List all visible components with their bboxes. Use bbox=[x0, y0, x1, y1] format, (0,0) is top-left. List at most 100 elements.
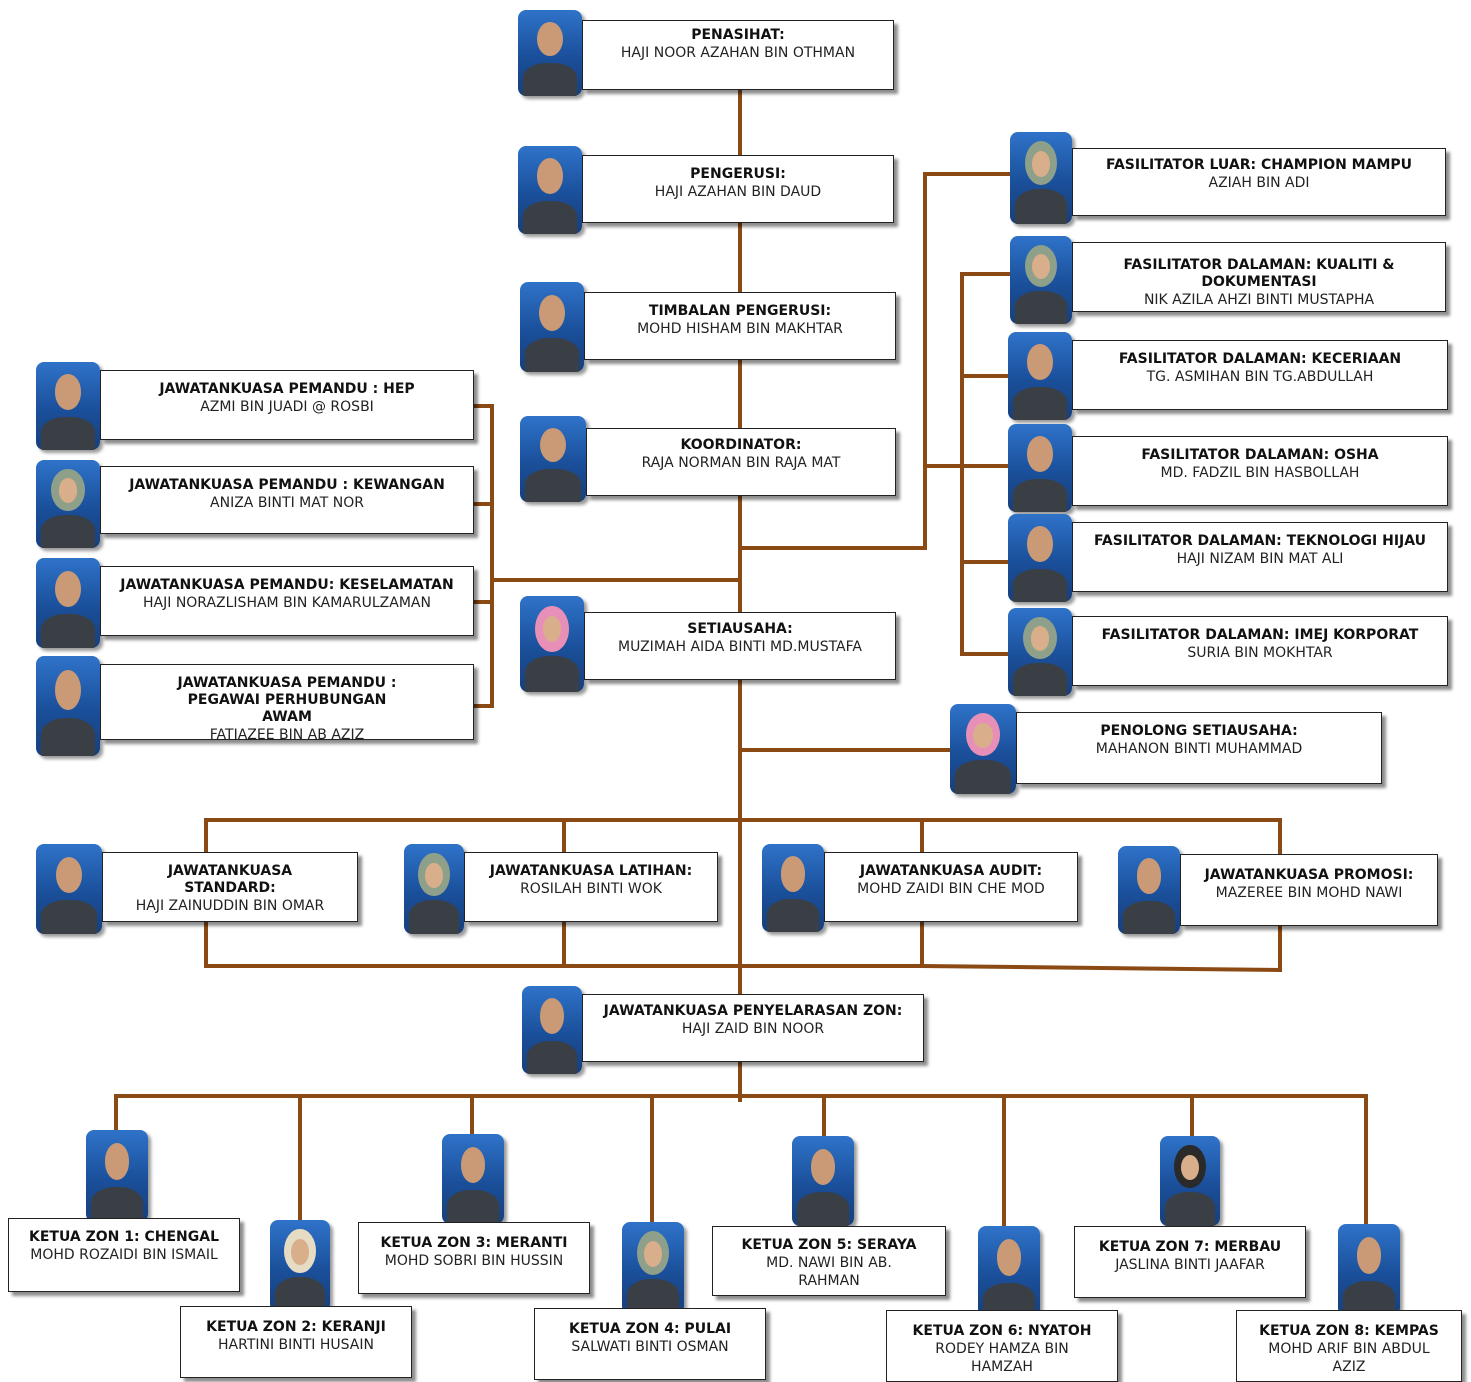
card-koordinator: KOORDINATOR: RAJA NORMAN BIN RAJA MAT bbox=[586, 428, 896, 496]
photo-latihan bbox=[404, 844, 464, 934]
fas-osha-name: MD. FADZIL BIN HASBOLLAH bbox=[1160, 465, 1360, 481]
koordinator-name: RAJA NORMAN BIN RAJA MAT bbox=[641, 455, 841, 471]
hep-title: JAWATANKUASA PEMANDU : HEP bbox=[159, 381, 415, 397]
photo-standard bbox=[36, 844, 102, 934]
z1-name: MOHD ROZAIDI BIN ISMAIL bbox=[30, 1247, 218, 1263]
penolong-title: PENOLONG SETIAUSAHA: bbox=[1100, 723, 1298, 739]
photo-z7 bbox=[1160, 1136, 1220, 1226]
promosi-title: JAWATANKUASA PROMOSI: bbox=[1204, 867, 1414, 883]
fas-luar-title: FASILITATOR LUAR: CHAMPION MAMPU bbox=[1105, 157, 1413, 173]
kewangan-name: ANIZA BINTI MAT NOR bbox=[210, 495, 364, 511]
photo-zon bbox=[522, 986, 582, 1074]
photo-fas-hijau bbox=[1008, 514, 1072, 602]
z3-title: KETUA ZON 3: MERANTI bbox=[380, 1235, 568, 1251]
zon-name: HAJI ZAID BIN NOOR bbox=[681, 1021, 825, 1037]
z2-name: HARTINI BINTI HUSAIN bbox=[218, 1337, 374, 1353]
fas-imej-name: SURIA BIN MOKHTAR bbox=[1187, 645, 1333, 661]
fas-kualiti-name: NIK AZILA AHZI BINTI MUSTAPHA bbox=[1143, 292, 1375, 308]
fas-keceriaan-name: TG. ASMIHAN BIN TG.ABDULLAH bbox=[1146, 369, 1374, 385]
photo-z1 bbox=[86, 1130, 148, 1222]
z6-name: RODEY HAMZA BIN HAMZAH bbox=[935, 1341, 1069, 1375]
fas-luar-name: AZIAH BIN ADI bbox=[1208, 175, 1310, 191]
audit-title: JAWATANKUASA AUDIT: bbox=[859, 863, 1043, 879]
photo-pengerusi bbox=[518, 146, 582, 234]
z7-name: JASLINA BINTI JAAFAR bbox=[1115, 1257, 1265, 1273]
setiausaha-name: MUZIMAH AIDA BINTI MD.MUSTAFA bbox=[618, 639, 862, 655]
photo-z5 bbox=[792, 1136, 854, 1226]
fas-osha-title: FASILITATOR DALAMAN: OSHA bbox=[1141, 447, 1379, 463]
card-z8: KETUA ZON 8: KEMPAS MOHD ARIF BIN ABDUL … bbox=[1236, 1310, 1462, 1382]
card-timbalan: TIMBALAN PENGERUSI: MOHD HISHAM BIN MAKH… bbox=[584, 292, 896, 360]
latihan-title: JAWATANKUASA LATIHAN: bbox=[489, 863, 693, 879]
photo-fas-osha bbox=[1008, 424, 1072, 512]
photo-z3 bbox=[442, 1134, 504, 1224]
card-keselamatan: JAWATANKUASA PEMANDU: KESELAMATAN HAJI N… bbox=[100, 566, 474, 636]
kewangan-title: JAWATANKUASA PEMANDU : KEWANGAN bbox=[129, 477, 445, 493]
latihan-name: ROSILAH BINTI WOK bbox=[520, 881, 662, 897]
z8-name: MOHD ARIF BIN ABDUL AZIZ bbox=[1268, 1341, 1430, 1375]
photo-fas-keceriaan bbox=[1008, 332, 1072, 420]
photo-setiausaha bbox=[520, 596, 584, 692]
card-z2: KETUA ZON 2: KERANJI HARTINI BINTI HUSAI… bbox=[180, 1306, 412, 1378]
card-fas-osha: FASILITATOR DALAMAN: OSHA MD. FADZIL BIN… bbox=[1072, 436, 1448, 506]
photo-z6 bbox=[978, 1226, 1040, 1318]
card-setiausaha: SETIAUSAHA: MUZIMAH AIDA BINTI MD.MUSTAF… bbox=[584, 612, 896, 680]
keselamatan-name: HAJI NORAZLISHAM BIN KAMARULZAMAN bbox=[143, 595, 431, 611]
card-kewangan: JAWATANKUASA PEMANDU : KEWANGAN ANIZA BI… bbox=[100, 466, 474, 534]
photo-fas-luar bbox=[1010, 132, 1072, 224]
photo-pra bbox=[36, 656, 100, 756]
photo-z4 bbox=[622, 1222, 684, 1314]
z6-title: KETUA ZON 6: NYATOH bbox=[912, 1323, 1092, 1339]
pengerusi-name: HAJI AZAHAN BIN DAUD bbox=[654, 184, 822, 200]
fas-hijau-name: HAJI NIZAM BIN MAT ALI bbox=[1176, 551, 1344, 567]
setiausaha-title: SETIAUSAHA: bbox=[687, 621, 793, 637]
card-standard: JAWATANKUASA STANDARD: HAJI ZAINUDDIN BI… bbox=[102, 852, 358, 922]
card-z5: KETUA ZON 5: SERAYA MD. NAWI BIN AB. RAH… bbox=[712, 1226, 946, 1296]
card-z3: KETUA ZON 3: MERANTI MOHD SOBRI BIN HUSS… bbox=[358, 1222, 590, 1294]
card-audit: JAWATANKUASA AUDIT: MOHD ZAIDI BIN CHE M… bbox=[824, 852, 1078, 922]
keselamatan-title: JAWATANKUASA PEMANDU: KESELAMATAN bbox=[120, 577, 454, 593]
standard-title: JAWATANKUASA STANDARD: bbox=[167, 863, 293, 896]
timbalan-name: MOHD HISHAM BIN MAKHTAR bbox=[637, 321, 843, 337]
photo-penasihat bbox=[518, 10, 582, 96]
card-fas-imej: FASILITATOR DALAMAN: IMEJ KORPORAT SURIA… bbox=[1072, 616, 1448, 686]
card-z7: KETUA ZON 7: MERBAU JASLINA BINTI JAAFAR bbox=[1074, 1226, 1306, 1298]
z4-name: SALWATI BINTI OSMAN bbox=[571, 1339, 729, 1355]
photo-z2 bbox=[270, 1220, 330, 1312]
card-fas-hijau: FASILITATOR DALAMAN: TEKNOLOGI HIJAU HAJ… bbox=[1072, 522, 1448, 592]
photo-koordinator bbox=[520, 416, 586, 502]
z8-title: KETUA ZON 8: KEMPAS bbox=[1259, 1323, 1439, 1339]
card-latihan: JAWATANKUASA LATIHAN: ROSILAH BINTI WOK bbox=[464, 852, 718, 922]
card-fas-kualiti: FASILITATOR DALAMAN: KUALITI & DOKUMENTA… bbox=[1072, 242, 1446, 312]
card-zon: JAWATANKUASA PENYELARASAN ZON: HAJI ZAID… bbox=[582, 994, 924, 1062]
z1-title: KETUA ZON 1: CHENGAL bbox=[29, 1229, 219, 1245]
z3-name: MOHD SOBRI BIN HUSSIN bbox=[384, 1253, 564, 1269]
z5-name: MD. NAWI BIN AB. RAHMAN bbox=[766, 1255, 892, 1289]
timbalan-title: TIMBALAN PENGERUSI: bbox=[648, 303, 832, 319]
fas-hijau-title: FASILITATOR DALAMAN: TEKNOLOGI HIJAU bbox=[1093, 533, 1427, 549]
z2-title: KETUA ZON 2: KERANJI bbox=[206, 1319, 386, 1335]
z5-title: KETUA ZON 5: SERAYA bbox=[741, 1237, 917, 1253]
photo-fas-kualiti bbox=[1010, 236, 1072, 324]
card-fas-keceriaan: FASILITATOR DALAMAN: KECERIAAN TG. ASMIH… bbox=[1072, 340, 1448, 410]
z4-title: KETUA ZON 4: PULAI bbox=[568, 1321, 732, 1337]
fas-kualiti-title: FASILITATOR DALAMAN: KUALITI & DOKUMENTA… bbox=[1123, 257, 1395, 290]
photo-keselamatan bbox=[36, 558, 100, 648]
koordinator-title: KOORDINATOR: bbox=[680, 437, 802, 453]
pengerusi-title: PENGERUSI: bbox=[690, 166, 786, 182]
photo-fas-imej bbox=[1008, 608, 1072, 696]
photo-kewangan bbox=[36, 460, 100, 548]
penolong-name: MAHANON BINTI MUHAMMAD bbox=[1095, 741, 1303, 757]
zon-title: JAWATANKUASA PENYELARASAN ZON: bbox=[603, 1003, 903, 1019]
penasihat-name: HAJI NOOR AZAHAN BIN OTHMAN bbox=[620, 45, 856, 61]
standard-name: HAJI ZAINUDDIN BIN OMAR bbox=[135, 898, 325, 914]
fas-imej-title: FASILITATOR DALAMAN: IMEJ KORPORAT bbox=[1101, 627, 1419, 643]
hep-name: AZMI BIN JUADI @ ROSBI bbox=[200, 399, 374, 415]
audit-name: MOHD ZAIDI BIN CHE MOD bbox=[857, 881, 1045, 897]
promosi-name: MAZEREE BIN MOHD NAWI bbox=[1215, 885, 1403, 901]
card-z4: KETUA ZON 4: PULAI SALWATI BINTI OSMAN bbox=[534, 1308, 766, 1380]
fas-keceriaan-title: FASILITATOR DALAMAN: KECERIAAN bbox=[1118, 351, 1402, 367]
card-penolong: PENOLONG SETIAUSAHA: MAHANON BINTI MUHAM… bbox=[1016, 712, 1382, 784]
penasihat-title: PENASIHAT: bbox=[691, 27, 785, 43]
